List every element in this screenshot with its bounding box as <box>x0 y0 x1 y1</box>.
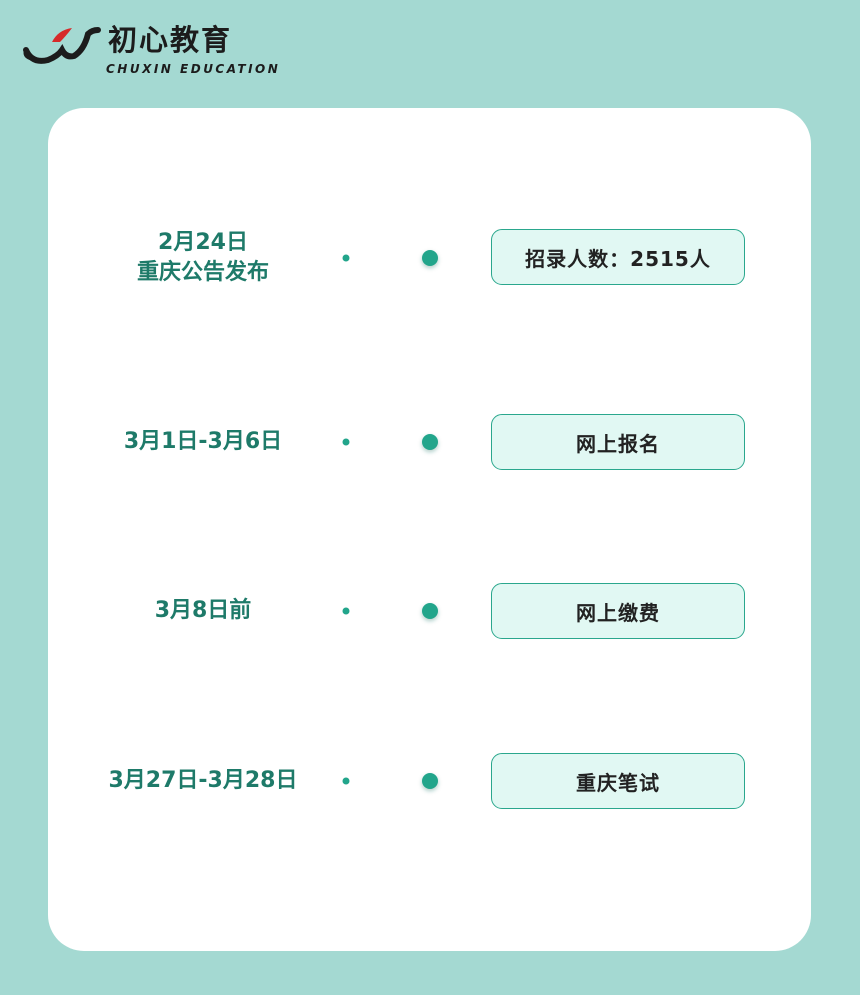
timeline-date-1: 2月24日 重庆公告发布 <box>136 230 269 285</box>
timeline-event-bubble-2: 网上报名 <box>491 414 745 470</box>
timeline-event-bubble-4: 重庆笔试 <box>491 753 745 809</box>
timeline-connector-4 <box>342 773 438 789</box>
timeline-event-bubble-1: 招录人数：2515人 <box>491 229 745 285</box>
timeline-connector-2 <box>342 434 438 450</box>
timeline-date-3: 3月8日前 <box>154 598 252 623</box>
timeline-event-bubble-3: 网上缴费 <box>491 583 745 639</box>
timeline-date-2: 3月1日-3月6日 <box>123 429 283 454</box>
brand-name-en: CHUXIN EDUCATION <box>106 62 281 76</box>
timeline-event-3: 网上缴费 <box>576 600 660 625</box>
timeline-event-4: 重庆笔试 <box>576 770 660 795</box>
brand-logo: 初心教育 CHUXIN EDUCATION <box>22 18 282 84</box>
brand-name-cn: 初心教育 <box>108 23 233 57</box>
timeline-connector-1 <box>342 250 438 266</box>
timeline-event-1: 招录人数：2515人 <box>525 246 711 271</box>
timeline-event-2: 网上报名 <box>576 431 660 456</box>
timeline-connector-3 <box>342 603 438 619</box>
brush-logo-icon <box>23 27 101 64</box>
timeline-date-4: 3月27日-3月28日 <box>108 768 298 793</box>
